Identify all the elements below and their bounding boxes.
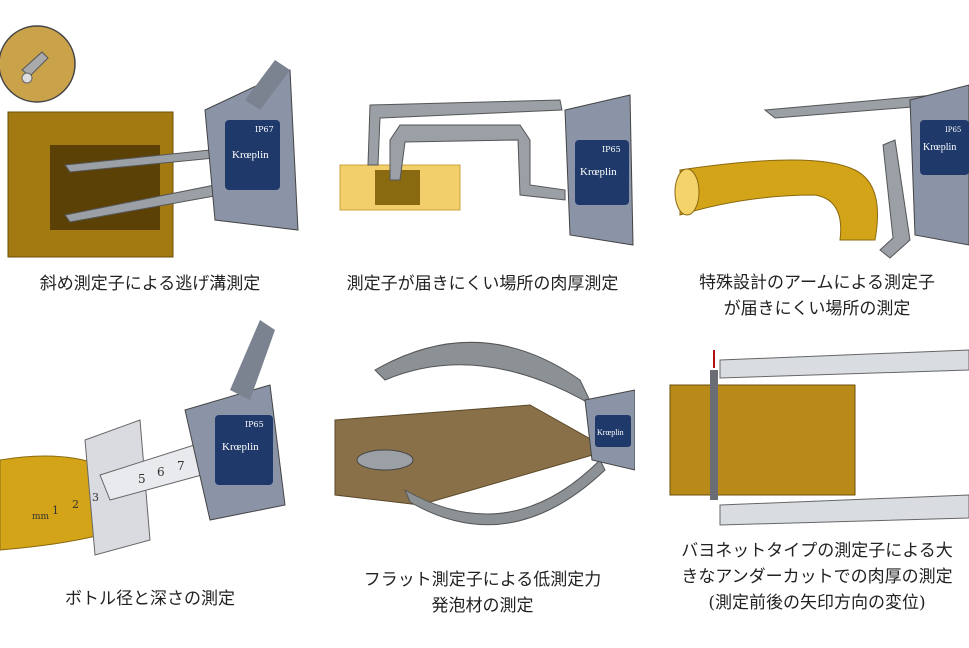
scale-tick: 6 — [157, 465, 165, 479]
illustration-foam: Krœplin — [334, 341, 635, 526]
measuring-arm-lower — [879, 139, 911, 259]
scale-tick: 2 — [72, 498, 79, 511]
ip-badge: IP67 — [255, 125, 274, 134]
panel-bayonet: バヨネットタイプの測定子による大 きなアンダーカットでの肉厚の測定 (測定前後の… — [665, 330, 969, 640]
gauge-face — [575, 140, 629, 205]
brand-label: Krœplin — [232, 149, 269, 161]
bent-pipe-workpiece — [679, 159, 878, 241]
measuring-arm-lower — [389, 124, 566, 201]
brand-label: Krœplin — [923, 142, 956, 153]
measuring-arm-upper — [367, 99, 563, 166]
caption: 特殊設計のアームによる測定子 が届きにくい場所の測定 — [699, 273, 935, 319]
caption: バヨネットタイプの測定子による大 きなアンダーカットでの肉厚の測定 (測定前後の… — [681, 541, 953, 613]
foam-workpiece — [334, 404, 612, 506]
illustration-escape-groove: Krœplin IP67 — [0, 25, 299, 258]
gauge-face — [595, 415, 631, 447]
measuring-arm-lower — [403, 459, 606, 526]
illustration-special-arm: Krœplin IP65 — [674, 84, 969, 259]
measuring-arm-upper — [374, 341, 594, 407]
bottle-workpiece — [0, 455, 101, 551]
caption: フラット測定子による低測定力 発泡材の測定 — [363, 570, 602, 616]
ip-badge: IP65 — [245, 420, 264, 429]
panel-foam: Krœplin フラット測定子による低測定力 発泡材の測定 — [330, 310, 635, 640]
brand-label: Krœplin — [597, 428, 624, 437]
ip-badge: IP65 — [945, 126, 961, 134]
bayonet-rod-upper — [719, 349, 969, 379]
illustration-hard-to-reach: Krœplin IP65 — [339, 94, 634, 246]
panel-bottle: mm 1 2 3 5 6 7 Krœplin IP65 ボトル径と深さの測定 — [0, 310, 300, 640]
ip-badge: IP65 — [602, 145, 621, 154]
scale-unit: mm — [32, 512, 50, 522]
scale-tick: 1 — [52, 504, 59, 517]
scale-tick: 3 — [92, 491, 99, 504]
panel-escape-groove: Krœplin IP67 斜め測定子による逃げ溝測定 — [0, 0, 300, 310]
panel-hard-to-reach: Krœplin IP65 測定子が届きにくい場所の肉厚測定 — [330, 0, 635, 310]
caption: ボトル径と深さの測定 — [65, 589, 235, 609]
panel-special-arm: Krœplin IP65 特殊設計のアームによる測定子 が届きにくい場所の測定 — [665, 0, 969, 330]
flat-probe — [356, 449, 414, 471]
brand-label: Krœplin — [580, 166, 617, 178]
gauge-face — [920, 120, 969, 175]
caption: 測定子が届きにくい場所の肉厚測定 — [346, 274, 619, 294]
caption: 斜め測定子による逃げ溝測定 — [39, 274, 261, 294]
gauge-face — [225, 120, 280, 190]
bayonet-rod-lower — [719, 494, 969, 526]
illustration-bayonet — [669, 349, 969, 526]
scale-tick: 5 — [138, 472, 146, 486]
workpiece — [669, 384, 856, 496]
brand-label: Krœplin — [222, 441, 259, 453]
scale-tick: 7 — [177, 459, 185, 473]
illustration-bottle: mm 1 2 3 5 6 7 Krœplin IP65 — [0, 320, 286, 556]
gauge-face — [215, 415, 273, 485]
bayonet-probe — [710, 370, 718, 500]
